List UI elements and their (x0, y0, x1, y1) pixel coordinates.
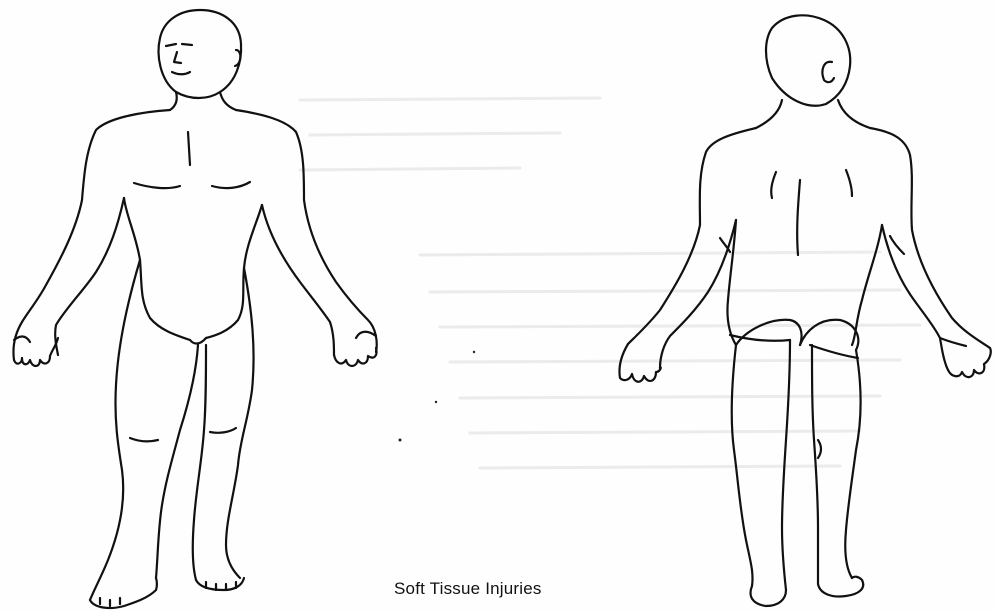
back-scapula-right (846, 170, 852, 196)
back-left-leg-outer (732, 345, 753, 586)
front-left-arm-inner (55, 198, 124, 355)
front-face (166, 44, 192, 74)
front-left-toes (100, 598, 120, 606)
back-right-leg-inner (812, 345, 818, 584)
front-neck-right (220, 92, 236, 110)
front-chest-left (134, 183, 180, 188)
diagram-caption: Soft Tissue Injuries (394, 579, 542, 599)
back-left-foot (751, 586, 786, 606)
front-left-leg-outer (90, 260, 140, 600)
front-left-leg-inner (156, 345, 198, 578)
back-right-calf-mark (818, 440, 821, 458)
back-spine (797, 180, 800, 255)
back-neck-left (756, 100, 782, 128)
front-groin (190, 338, 206, 344)
back-neck-right (838, 100, 870, 128)
back-buttocks-right (800, 320, 858, 350)
front-head (159, 10, 242, 98)
front-view-body (13, 10, 376, 608)
front-left-hand (14, 336, 58, 366)
back-gluteal-fold (730, 335, 858, 358)
front-right-knee (210, 428, 236, 433)
front-sternum (188, 132, 190, 165)
front-torso-left (124, 198, 190, 340)
back-left-hand (619, 344, 660, 382)
back-view-body (619, 15, 990, 606)
front-chest-right (212, 182, 250, 188)
page-specks (399, 351, 476, 442)
front-left-knee (130, 438, 158, 441)
front-right-arm-inner (262, 205, 334, 355)
back-scapula-left (771, 172, 776, 198)
back-left-arm-inner (660, 220, 736, 368)
front-left-arm-outer (13, 110, 170, 360)
front-neck-left (170, 92, 177, 110)
back-head (766, 15, 850, 105)
front-ear (235, 50, 240, 66)
front-right-leg-inner (193, 345, 206, 580)
back-right-leg-outer (845, 350, 860, 578)
back-right-foot (818, 577, 863, 597)
front-torso-right (206, 205, 262, 338)
front-right-arm-outer (236, 110, 377, 352)
front-right-hand (334, 332, 377, 366)
back-right-elbow (890, 236, 904, 254)
back-left-leg-inner (782, 340, 790, 590)
back-ear (822, 62, 834, 82)
back-right-arm-outer (870, 128, 990, 348)
back-torso-right (852, 225, 882, 345)
